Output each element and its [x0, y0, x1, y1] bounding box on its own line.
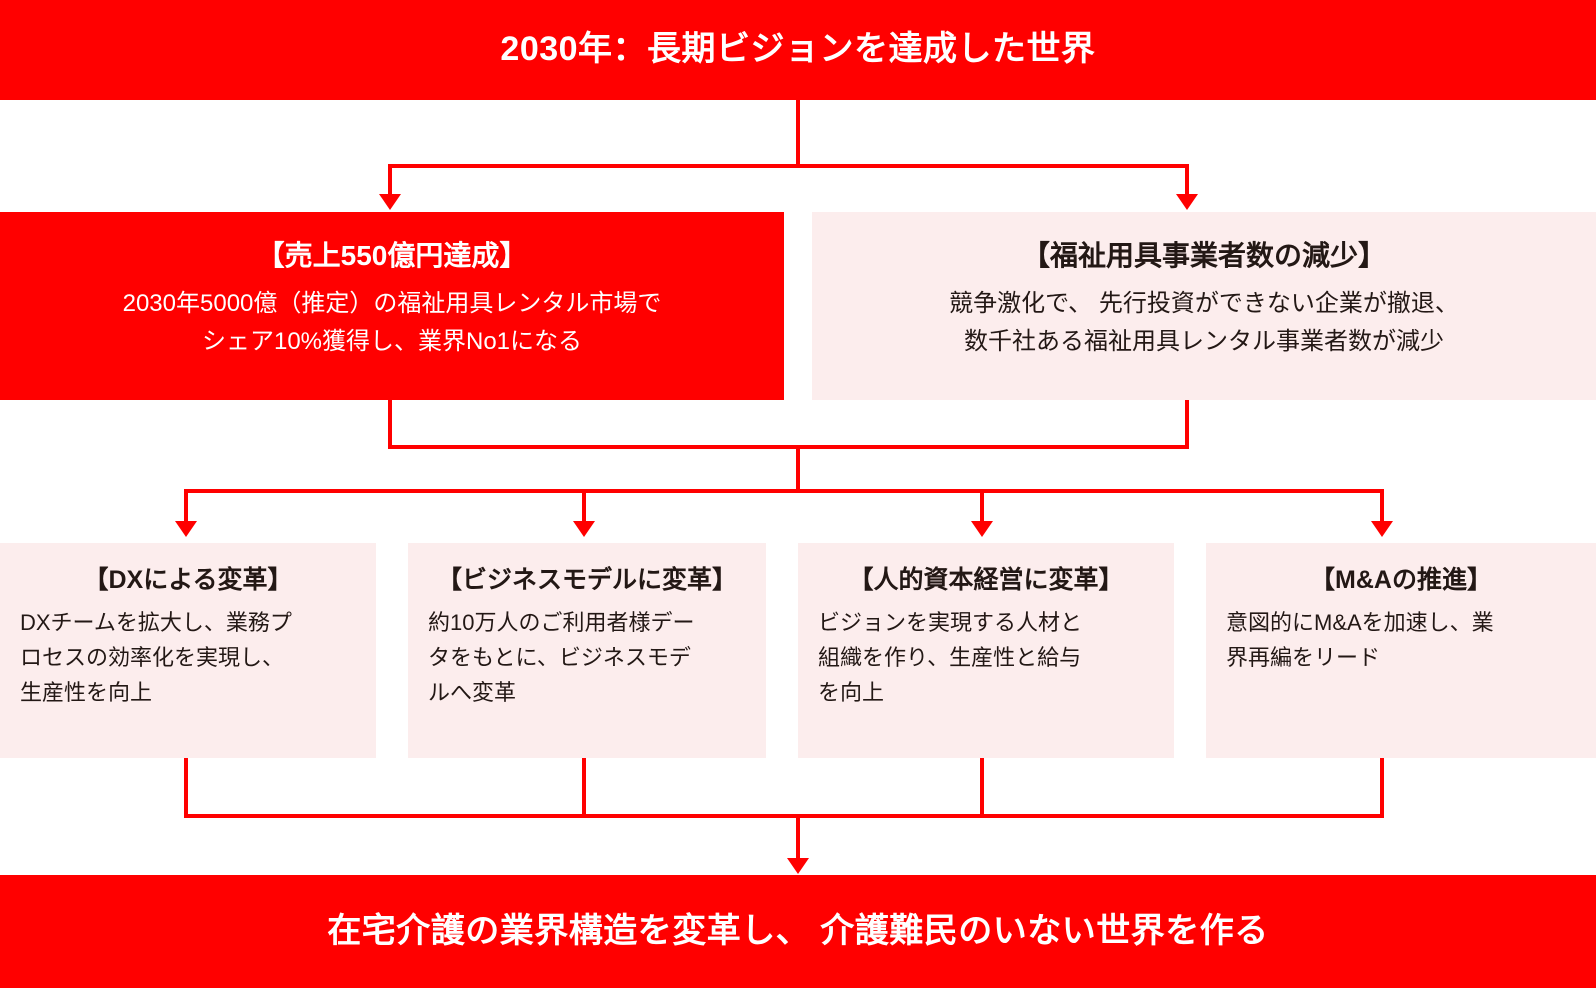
box-dx-body: DXチームを拡大し、業務プ ロセスの効率化を実現し、 生産性を向上: [20, 610, 292, 705]
arrow-to-dx-box: [175, 521, 197, 537]
box-human-capital-transformation[interactable]: 【人的資本経営に変革】 ビジョンを実現する人材と 組織を作り、生産性と給与 を向…: [798, 543, 1174, 758]
connector-mid-drop-2: [582, 489, 586, 523]
mission-footer-banner: 在宅介護の業界構造を変革し、 介護難民のいない世界を作る: [0, 875, 1596, 988]
vision-header-title: 2030年：長期ビジョンを達成した世界: [500, 30, 1096, 69]
box-mna-body: 意図的にM&Aを加速し、業 界再編をリード: [1226, 610, 1494, 670]
arrow-to-business-model-box: [573, 521, 595, 537]
box-mna-title: 【M&Aの推進】: [1310, 566, 1492, 594]
arrow-to-decline-box: [1176, 194, 1198, 210]
connector-mid-drop-3: [980, 489, 984, 523]
box-sales-body: 2030年5000億（推定）の福祉用具レンタル市場で シェア10%獲得し、業界N…: [122, 290, 662, 355]
connector-sales-down: [388, 400, 392, 449]
connector-dx-down: [184, 758, 188, 818]
connector-decline-down: [1185, 400, 1189, 449]
connector-human-capital-down: [980, 758, 984, 818]
connector-footer-stem: [796, 814, 800, 860]
box-decline-body: 競争激化で、 先行投資ができない企業が撤退、 数千社ある福祉用具レンタル事業者数…: [949, 290, 1459, 355]
connector-business-model-down: [582, 758, 586, 818]
vision-header-banner: 2030年：長期ビジョンを達成した世界: [0, 0, 1596, 100]
connector-merge-stem: [796, 445, 800, 493]
connector-mid-drop-1: [184, 489, 188, 523]
arrow-to-footer-banner: [787, 858, 809, 874]
connector-top-bus: [388, 164, 1189, 168]
box-mna-promotion[interactable]: 【M&Aの推進】 意図的にM&Aを加速し、業 界再編をリード: [1206, 543, 1596, 758]
box-human-capital-body: ビジョンを実現する人材と 組織を作り、生産性と給与 を向上: [818, 610, 1083, 705]
connector-header-stem: [796, 100, 800, 166]
box-human-capital-title: 【人的資本経営に変革】: [848, 566, 1124, 594]
connector-mid-drop-4: [1380, 489, 1384, 523]
connector-mid-bus: [184, 489, 1384, 493]
box-dx-title: 【DXによる変革】: [83, 566, 293, 594]
box-sales-target[interactable]: 【売上550億円達成】 2030年5000億（推定）の福祉用具レンタル市場で シ…: [0, 212, 784, 400]
box-decline-title: 【福祉用具事業者数の減少】: [1021, 240, 1386, 271]
connector-top-right-drop: [1185, 164, 1189, 196]
box-sales-title: 【売上550億円達成】: [256, 240, 528, 271]
connector-mna-down: [1380, 758, 1384, 818]
box-dx-transformation[interactable]: 【DXによる変革】 DXチームを拡大し、業務プ ロセスの効率化を実現し、 生産性…: [0, 543, 376, 758]
connector-top-left-drop: [388, 164, 392, 196]
arrow-to-mna-box: [1371, 521, 1393, 537]
box-business-model-title: 【ビジネスモデルに変革】: [436, 566, 737, 594]
arrow-to-human-capital-box: [971, 521, 993, 537]
box-provider-decline[interactable]: 【福祉用具事業者数の減少】 競争激化で、 先行投資ができない企業が撤退、 数千社…: [812, 212, 1596, 400]
mission-footer-title: 在宅介護の業界構造を変革し、 介護難民のいない世界を作る: [327, 911, 1269, 950]
box-business-model-transformation[interactable]: 【ビジネスモデルに変革】 約10万人のご利用者様デー タをもとに、ビジネスモデ …: [408, 543, 766, 758]
arrow-to-sales-box: [379, 194, 401, 210]
connector-footer-bus: [184, 814, 1384, 818]
box-business-model-body: 約10万人のご利用者様デー タをもとに、ビジネスモデ ルへ変革: [428, 610, 695, 705]
connector-merge-bus: [388, 445, 1189, 449]
